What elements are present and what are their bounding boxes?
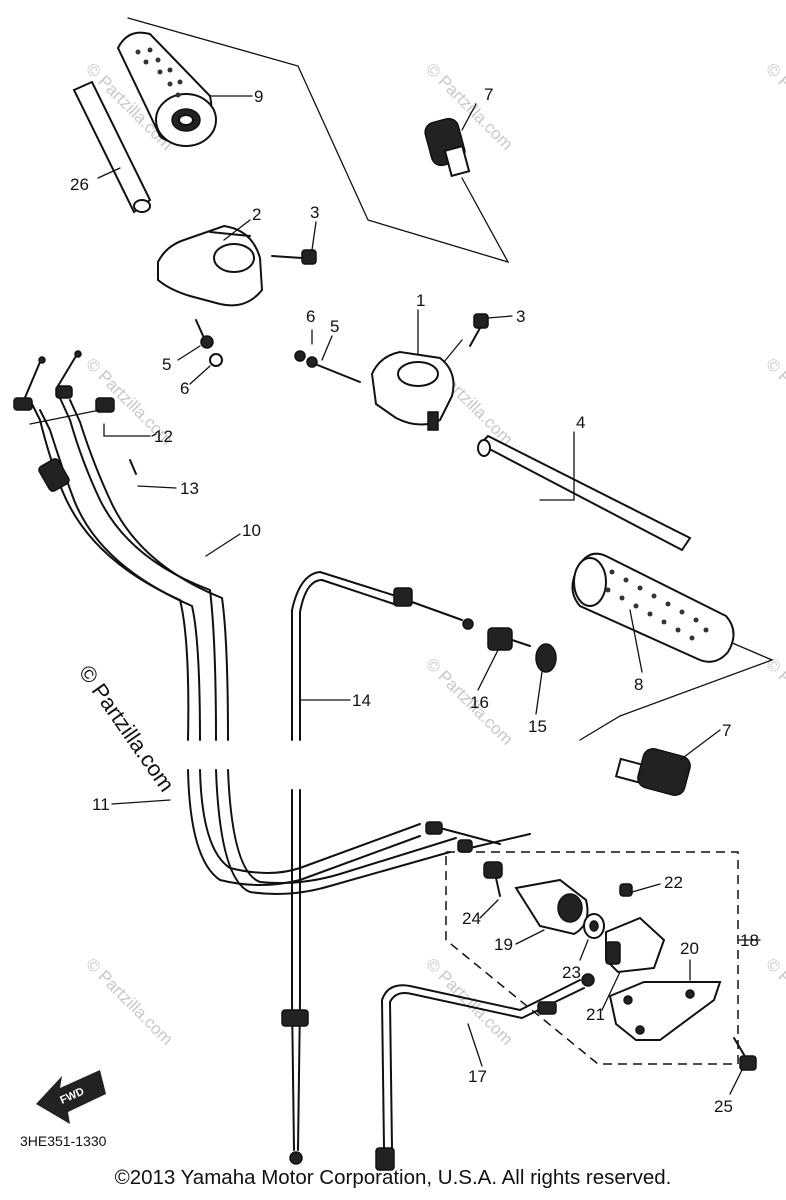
callout-12: 12 <box>154 427 173 446</box>
cable-17 <box>375 973 595 1171</box>
locknut-15 <box>535 643 557 673</box>
callout-7: 7 <box>484 85 493 104</box>
plate-20 <box>608 981 722 1041</box>
watermark: © Partzilla.com <box>762 59 786 153</box>
watermark: © Partzilla.com <box>762 954 786 1048</box>
leader-line <box>579 641 774 741</box>
bracket-21 <box>605 916 666 974</box>
cable-holder-12 <box>29 397 151 437</box>
leader-line <box>127 17 510 264</box>
callout-5: 5 <box>162 355 171 374</box>
adjuster-16 <box>487 627 531 651</box>
callout-8: 8 <box>634 675 643 694</box>
callout-21: 21 <box>586 1005 605 1024</box>
callout-9: 9 <box>254 87 263 106</box>
diagram-code: 3HE351-1330 <box>20 1133 107 1149</box>
fwd-arrow: FWD <box>36 1070 106 1124</box>
switch-housing-2 <box>157 224 264 307</box>
switch-housing-1 <box>370 350 455 431</box>
bar-end-7-bottom <box>614 747 691 797</box>
screw-3-right <box>469 313 489 347</box>
watermark-large: © Partzilla.com <box>74 661 180 797</box>
handlebar-4 <box>477 434 692 552</box>
callout-17: 17 <box>468 1067 487 1086</box>
throttle-cables-10 <box>29 397 531 895</box>
callout-14: 14 <box>352 691 371 710</box>
callout-13: 13 <box>180 479 199 498</box>
callout-26: 26 <box>70 175 89 194</box>
leader-lines <box>97 95 743 1095</box>
screw-5-mid <box>306 356 361 383</box>
callout-22: 22 <box>664 873 683 892</box>
bolt-25 <box>733 1037 757 1071</box>
watermark: © Partzilla.com <box>422 954 516 1048</box>
screw-5-left <box>195 319 214 349</box>
callout-20: 20 <box>680 939 699 958</box>
washer-6-mid <box>294 350 306 362</box>
callout-3: 3 <box>516 307 525 326</box>
throttle-grip-9 <box>116 31 217 147</box>
watermark: © Partzilla.com <box>762 654 786 748</box>
watermark: © Partzilla.com <box>82 954 176 1048</box>
washer-23 <box>583 913 605 939</box>
callout-25: 25 <box>714 1097 733 1116</box>
lever-holder-19 <box>514 878 589 936</box>
watermark: © Partzilla.com <box>762 354 786 448</box>
callout-5: 5 <box>330 317 339 336</box>
cable-ends <box>13 350 82 411</box>
assembly-box-18 <box>445 851 739 1065</box>
callout-3: 3 <box>310 203 319 222</box>
callouts: 9 7 26 2 3 5 6 6 5 1 3 4 12 13 10 8 14 1… <box>70 85 759 1116</box>
callout-11: 11 <box>92 795 110 814</box>
screw-24 <box>483 861 503 897</box>
grip-8 <box>571 552 735 663</box>
callout-15: 15 <box>528 717 547 736</box>
screw-22 <box>619 883 633 897</box>
callout-6: 6 <box>306 307 315 326</box>
clutch-cable-14 <box>281 571 474 1165</box>
callout-7: 7 <box>722 721 731 740</box>
screw-3-top <box>271 249 317 265</box>
callout-4: 4 <box>576 413 585 432</box>
callout-2: 2 <box>252 205 261 224</box>
callout-18: 18 <box>740 931 759 950</box>
callout-16: 16 <box>470 693 489 712</box>
watermarks: © Partzilla.com © Partzilla.com © Partzi… <box>74 59 786 1048</box>
callout-6: 6 <box>180 379 189 398</box>
callout-24: 24 <box>462 909 481 928</box>
callout-10: 10 <box>242 521 261 540</box>
bar-end-7-top <box>424 117 471 178</box>
screw-13 <box>129 459 137 475</box>
callout-1: 1 <box>416 291 425 310</box>
copyright-notice: ©2013 Yamaha Motor Corporation, U.S.A. A… <box>114 1166 672 1189</box>
washer-6-left <box>209 353 223 367</box>
callout-23: 23 <box>562 963 581 982</box>
callout-19: 19 <box>494 935 513 954</box>
